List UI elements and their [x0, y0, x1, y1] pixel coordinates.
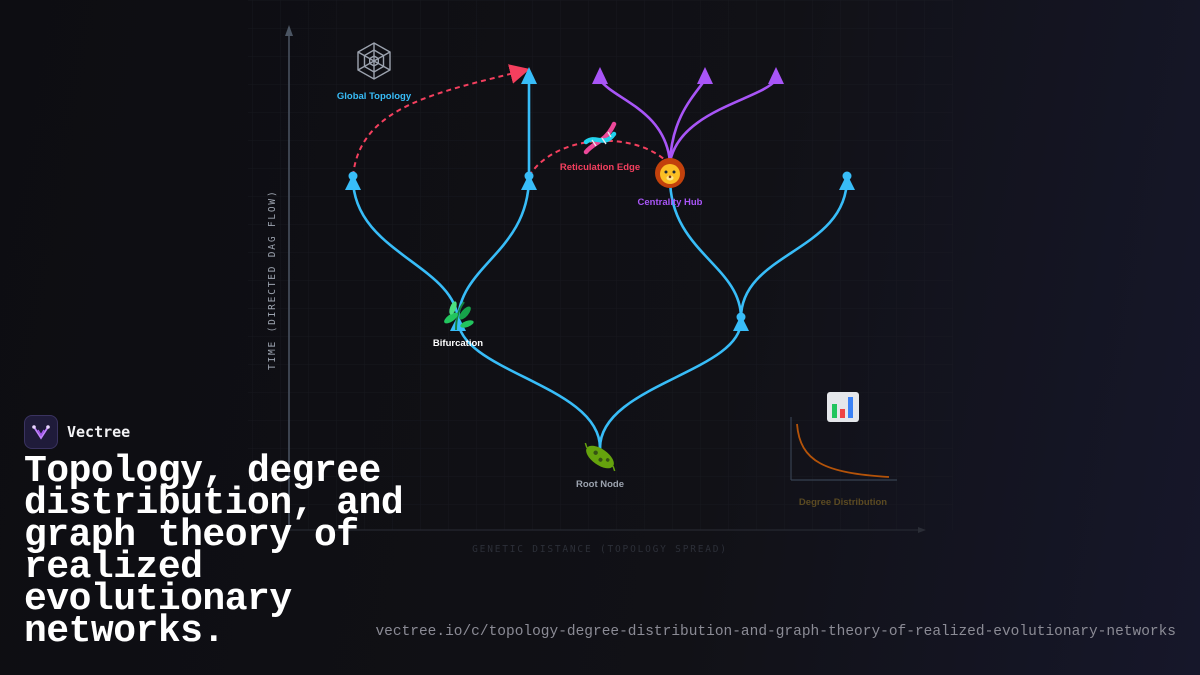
global-topology-label: Global Topology — [337, 91, 412, 102]
hub-edge-middle — [668, 78, 707, 164]
edge-right-hub — [668, 176, 743, 320]
arrowhead-left — [345, 174, 361, 190]
lineage-edges — [351, 78, 849, 450]
lion-icon — [655, 158, 685, 188]
x-axis-arrow — [918, 527, 926, 533]
edge-bifurcation-left — [351, 176, 460, 322]
microbe-icon — [584, 442, 616, 472]
bar-chart-icon — [827, 392, 859, 422]
vectree-logo-icon — [24, 415, 58, 449]
blue-arrowheads — [345, 67, 855, 331]
dna-icon — [583, 121, 617, 155]
degree-distribution-label: Degree Distribution — [799, 497, 887, 508]
reticulation-edge-label: Reticulation Edge — [560, 162, 640, 173]
edge-root-left — [456, 318, 602, 450]
purple-arrowheads — [592, 67, 784, 84]
degree-distribution-curve — [796, 423, 890, 478]
arrowhead-center — [521, 174, 537, 190]
arrowhead-top-center — [521, 67, 537, 84]
centrality-hub-label: Centrality Hub — [638, 197, 703, 208]
root-node-label: Root Node — [576, 479, 624, 490]
arrowhead-hub-left — [592, 67, 608, 84]
page-url: vectree.io/c/topology-degree-distributio… — [375, 624, 1176, 640]
hub-edge-left — [598, 78, 672, 164]
spider-web-icon — [357, 42, 391, 80]
y-axis-arrow — [285, 25, 293, 36]
arrowhead-hub-right — [768, 67, 784, 84]
arrowhead-hub-middle — [697, 67, 713, 84]
arrowhead-mid-right — [733, 315, 749, 331]
hub-edge-right — [668, 78, 778, 164]
y-axis-label: TIME (DIRECTED DAG FLOW) — [267, 190, 278, 370]
edge-bifurcation-right — [456, 176, 531, 322]
reticulation-edge-global — [352, 64, 530, 177]
edge-root-right — [598, 319, 743, 450]
x-axis-label: GENETIC DISTANCE (TOPOLOGY SPREAD) — [472, 544, 728, 555]
hub-edges — [598, 78, 778, 164]
arrowhead-right — [839, 174, 855, 190]
page-title: Topology, degree distribution, and graph… — [24, 450, 404, 653]
brand-name: Vectree — [67, 423, 131, 441]
bifurcation-label: Bifurcation — [433, 338, 483, 349]
brand: Vectree — [24, 415, 130, 449]
herb-icon — [444, 301, 474, 331]
edge-right-outer — [739, 176, 849, 320]
